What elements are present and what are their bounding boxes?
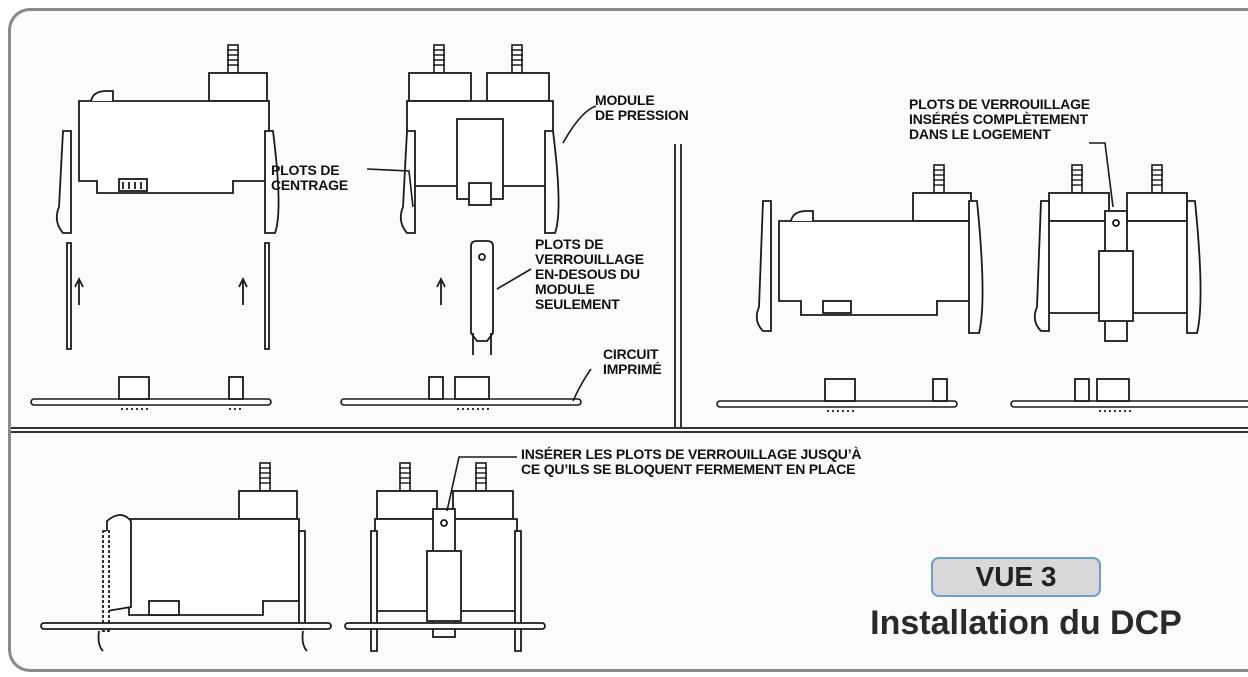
leader-lines-panel-2 bbox=[1089, 142, 1114, 208]
panel-dividers bbox=[11, 144, 1248, 433]
view-badge: VUE 3 bbox=[931, 557, 1101, 597]
figure-frame: MODULE DE PRESSION PLOTS DE CENTRAGE PLO… bbox=[8, 8, 1248, 672]
label-module-pression: MODULE DE PRESSION bbox=[595, 92, 689, 123]
front-module-installed bbox=[1010, 164, 1248, 412]
leader-lines-panel-3 bbox=[446, 456, 517, 512]
label-plots-inseres: PLOTS DE VERROUILLAGE INSÉRÉS COMPLÈTEME… bbox=[909, 96, 1090, 142]
front-module-before bbox=[340, 44, 582, 410]
label-circuit-imprime: CIRCUIT IMPRIMÉ bbox=[603, 346, 662, 377]
installation-diagram bbox=[11, 44, 1248, 652]
label-plots-verrouillage-dessous: PLOTS DE VERROUILLAGE EN-DESOUS DU MODUL… bbox=[535, 236, 644, 312]
side-module-installed bbox=[716, 164, 984, 412]
view-title: Installation du DCP bbox=[870, 604, 1182, 642]
label-plots-centrage: PLOTS DE CENTRAGE bbox=[271, 162, 348, 193]
label-inserer-plots: INSÉRER LES PLOTS DE VERROUILLAGE JUSQU’… bbox=[521, 446, 862, 477]
side-module-locked bbox=[40, 462, 332, 652]
leader-lines-panel-1 bbox=[366, 105, 597, 402]
side-module-before bbox=[30, 44, 280, 410]
front-module-locked bbox=[344, 462, 546, 652]
